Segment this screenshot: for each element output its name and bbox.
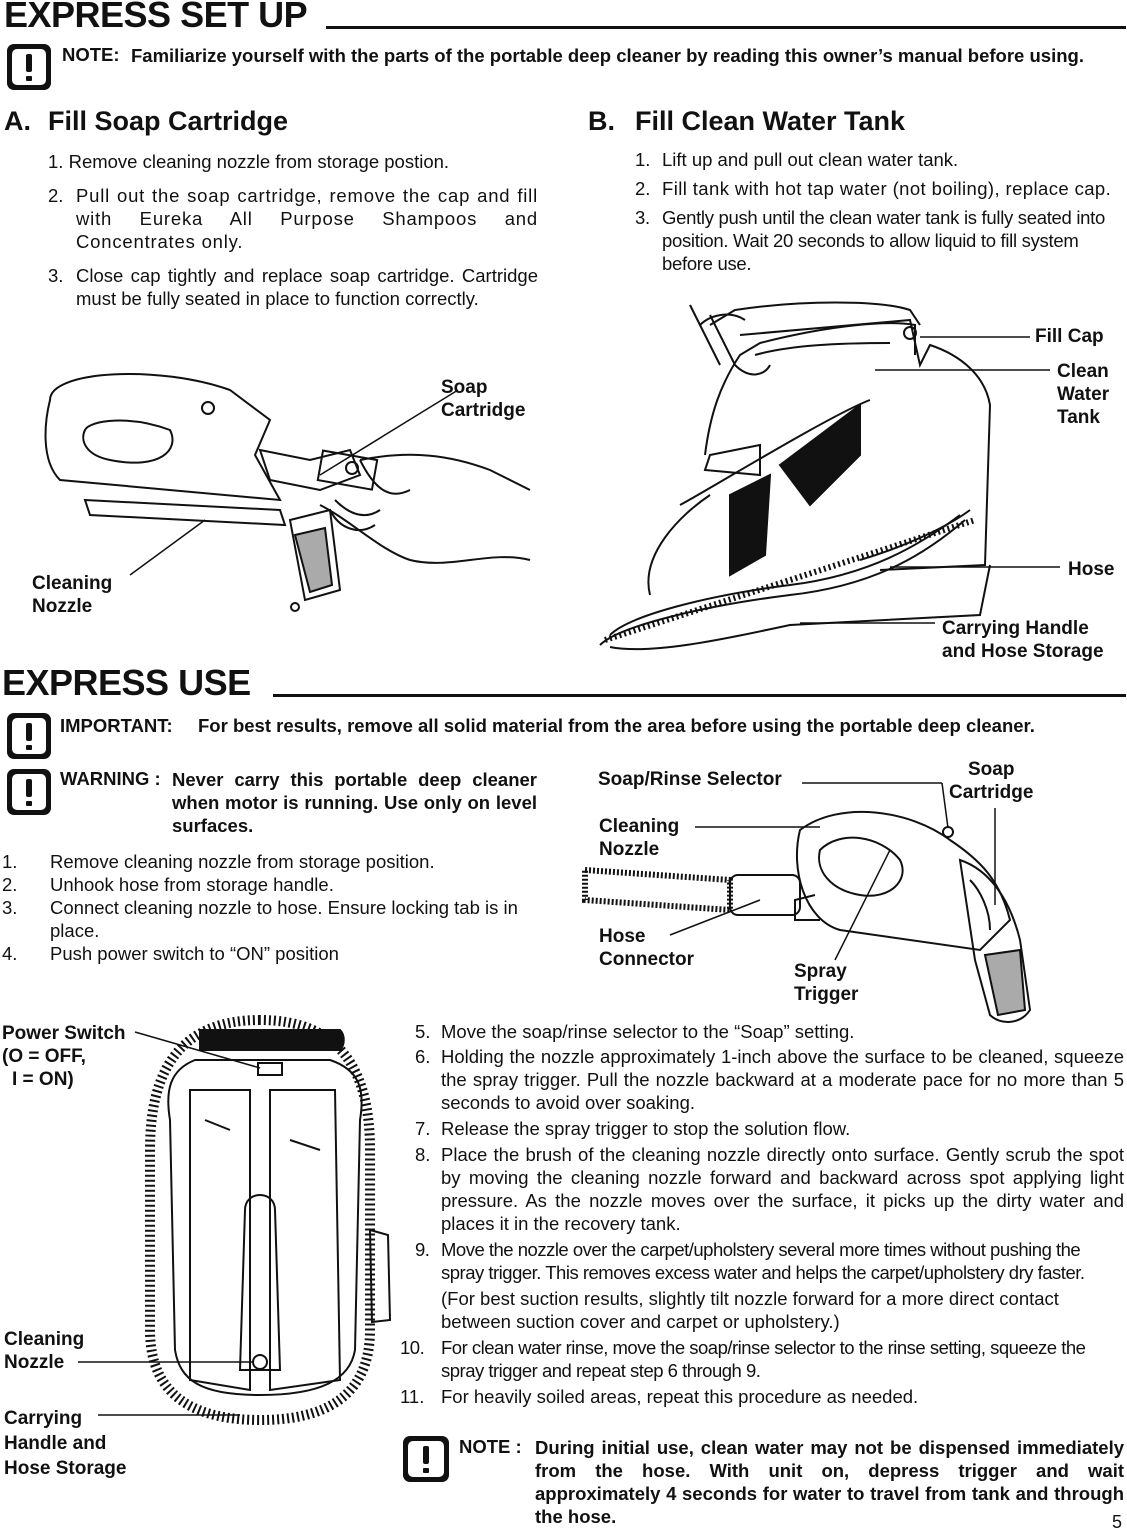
step-number: 4. bbox=[2, 943, 18, 964]
section-b-letter: B. bbox=[588, 106, 615, 136]
list-item: 10. For clean water rinse, move the soap/… bbox=[400, 1336, 1124, 1382]
step-text: Release the spray trigger to stop the so… bbox=[441, 1118, 851, 1139]
section-b-title: Fill Clean Water Tank bbox=[635, 106, 906, 136]
list-item: 6. Holding the nozzle approximately 1-inc… bbox=[400, 1045, 1124, 1114]
step-text: Connect cleaning nozzle to hose. Ensure … bbox=[50, 897, 518, 941]
label-hose: Hose bbox=[1068, 559, 1115, 580]
step-text: Fill tank with hot tap water (not boilin… bbox=[662, 178, 1112, 199]
section-a-letter: A. bbox=[4, 106, 31, 136]
warning-label: WARNING : bbox=[60, 768, 161, 789]
section-a-title: Fill Soap Cartridge bbox=[48, 106, 289, 136]
use-steps-b: 5. Move the soap/rinse selector to the “S… bbox=[400, 1020, 1124, 1408]
step-number: 9. bbox=[415, 1239, 430, 1260]
water-tank-illustration bbox=[599, 301, 1060, 651]
use-heading: EXPRESS USE bbox=[2, 662, 251, 703]
label-fill-cap: Fill Cap bbox=[1035, 326, 1104, 347]
important-text: For best results, remove all solid mater… bbox=[198, 715, 1035, 736]
list-item: 11. For heavily soiled areas, repeat this… bbox=[400, 1385, 1124, 1408]
step-number: 3. bbox=[635, 207, 650, 228]
step-number: 11. bbox=[400, 1386, 425, 1407]
note-label: NOTE: bbox=[62, 44, 120, 65]
caution-icon bbox=[7, 769, 51, 815]
step-number: 3. bbox=[48, 265, 64, 286]
list-item: 7. Release the spray trigger to stop the … bbox=[400, 1117, 1124, 1140]
setup-heading-rule bbox=[326, 26, 1126, 29]
step-text: Remove cleaning nozzle from storage posi… bbox=[50, 851, 435, 872]
step-text: Close cap tightly and replace soap cartr… bbox=[76, 265, 538, 309]
step-number: 1. bbox=[2, 851, 18, 872]
list-item: 3. Connect cleaning nozzle to hose. Ensur… bbox=[2, 896, 538, 942]
step-text: Unhook hose from storage handle. bbox=[50, 874, 334, 895]
section-b-steps: 1. Lift up and pull out clean water tank.… bbox=[635, 148, 1125, 275]
soap-cartridge-illustration bbox=[44, 373, 531, 612]
list-item: (For best suction results, slightly tilt… bbox=[400, 1287, 1124, 1333]
label-power-switch: Power Switch(O = OFF,I = ON) bbox=[2, 1023, 126, 1090]
step-number: 1. bbox=[635, 149, 651, 170]
step-number: 2. bbox=[48, 185, 64, 206]
step-number: 6. bbox=[415, 1046, 431, 1067]
setup-heading: EXPRESS SET UP bbox=[4, 0, 308, 35]
list-item: 5. Move the soap/rinse selector to the “S… bbox=[400, 1020, 1124, 1043]
step-number: 3. bbox=[2, 897, 18, 918]
step-number: 10. bbox=[400, 1337, 425, 1358]
list-item: 1. Lift up and pull out clean water tank. bbox=[635, 148, 1125, 171]
step-text: (For best suction results, slightly tilt… bbox=[441, 1288, 1059, 1332]
section-a-steps: 1. Remove cleaning nozzle from storage p… bbox=[48, 150, 538, 310]
step-text: Holding the nozzle approximately 1-inch … bbox=[441, 1046, 1124, 1113]
unit-top-illustration bbox=[78, 1014, 392, 1426]
page-number: 5 bbox=[1112, 1512, 1123, 1532]
final-note-text: During initial use, clean water may not … bbox=[535, 1437, 1124, 1527]
list-item: 8. Place the brush of the cleaning nozzle… bbox=[400, 1143, 1124, 1235]
step-number: 2. bbox=[2, 874, 18, 895]
step-text: Remove cleaning nozzle from storage post… bbox=[68, 151, 450, 172]
list-item: 4. Push power switch to “ON” position bbox=[2, 942, 538, 965]
step-text: Move the nozzle over the carpet/upholste… bbox=[441, 1239, 1085, 1283]
note-text: Familiarize yourself with the parts of t… bbox=[131, 45, 1084, 66]
step-number: 8. bbox=[415, 1144, 431, 1165]
step-number: 7. bbox=[415, 1118, 431, 1139]
label-soap-rinse-selector: Soap/Rinse Selector bbox=[598, 769, 782, 790]
step-number: 5. bbox=[415, 1021, 431, 1042]
caution-icon bbox=[7, 713, 51, 759]
nozzle-illustration bbox=[582, 782, 1032, 1023]
use-steps-a: 1. Remove cleaning nozzle from storage po… bbox=[2, 850, 538, 965]
step-text: Push power switch to “ON” position bbox=[50, 943, 339, 964]
step-text: Move the soap/rinse selector to the “Soa… bbox=[441, 1021, 855, 1042]
step-text: Place the brush of the cleaning nozzle d… bbox=[441, 1144, 1124, 1234]
caution-icon bbox=[403, 1436, 449, 1482]
list-item: 3. Gently push until the clean water tank… bbox=[635, 206, 1125, 275]
warning-text: Never carry this portable deep cleaner w… bbox=[172, 769, 537, 836]
caution-icon bbox=[7, 44, 51, 90]
step-text: Pull out the soap cartridge, remove the … bbox=[76, 185, 538, 252]
use-heading-rule bbox=[273, 694, 1126, 697]
list-item: 9. Move the nozzle over the carpet/uphols… bbox=[400, 1238, 1124, 1284]
step-text: Gently push until the clean water tank i… bbox=[662, 207, 1106, 274]
important-label: IMPORTANT: bbox=[60, 715, 173, 736]
step-text: For clean water rinse, move the soap/rin… bbox=[441, 1337, 1086, 1381]
step-text: Lift up and pull out clean water tank. bbox=[662, 149, 959, 170]
list-item: 3. Close cap tightly and replace soap car… bbox=[48, 264, 538, 310]
list-item: 2. Unhook hose from storage handle. bbox=[2, 873, 538, 896]
final-note-label: NOTE : bbox=[459, 1436, 522, 1457]
step-text: For heavily soiled areas, repeat this pr… bbox=[441, 1386, 919, 1407]
step-number: 2. bbox=[635, 178, 651, 199]
list-item: 1. Remove cleaning nozzle from storage p… bbox=[48, 150, 538, 173]
step-number: 1. bbox=[48, 151, 64, 172]
list-item: 2. Pull out the soap cartridge, remove th… bbox=[48, 184, 538, 253]
list-item: 2. Fill tank with hot tap water (not boil… bbox=[635, 177, 1125, 200]
list-item: 1. Remove cleaning nozzle from storage po… bbox=[2, 850, 538, 873]
